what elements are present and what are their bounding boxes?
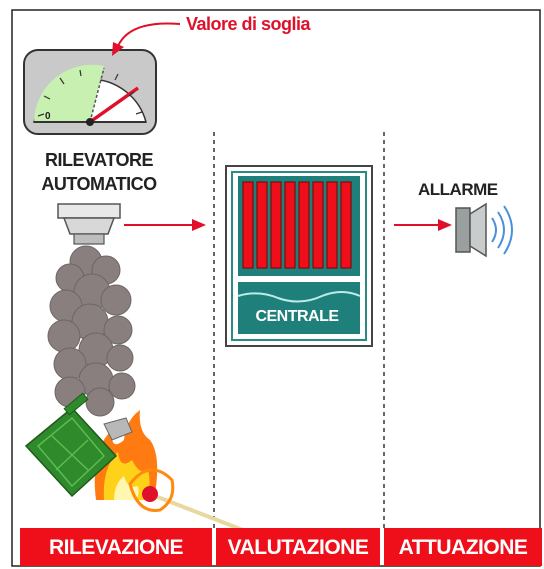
detector-title-line1: RILEVATORE [44, 150, 154, 170]
arrow-to-panel [124, 219, 206, 231]
smoke-detector-icon [57, 203, 121, 245]
phase-detection: RILEVAZIONE [20, 528, 212, 566]
fuel-can-icon [24, 392, 133, 498]
detector-title-line2: AUTOMATICO [41, 174, 157, 194]
arrow-to-alarm [394, 219, 452, 231]
phase-evaluation: VALUTAZIONE [216, 528, 380, 566]
phase-actuation: ATTUAZIONE [384, 528, 542, 566]
gauge-zero-label: 0 [45, 111, 51, 122]
smoke-icon [47, 245, 136, 417]
detector-title: RILEVATORE AUTOMATICO [24, 148, 174, 196]
alarm-label: ALLARME [418, 180, 498, 199]
match-icon [128, 468, 249, 534]
threshold-label: Valore di soglia [186, 14, 311, 34]
control-panel-label: CENTRALE [255, 308, 339, 325]
threshold-pointer [112, 22, 181, 56]
gauge-icon [23, 49, 157, 135]
speaker-icon [455, 202, 513, 258]
control-panel-icon [225, 165, 373, 347]
